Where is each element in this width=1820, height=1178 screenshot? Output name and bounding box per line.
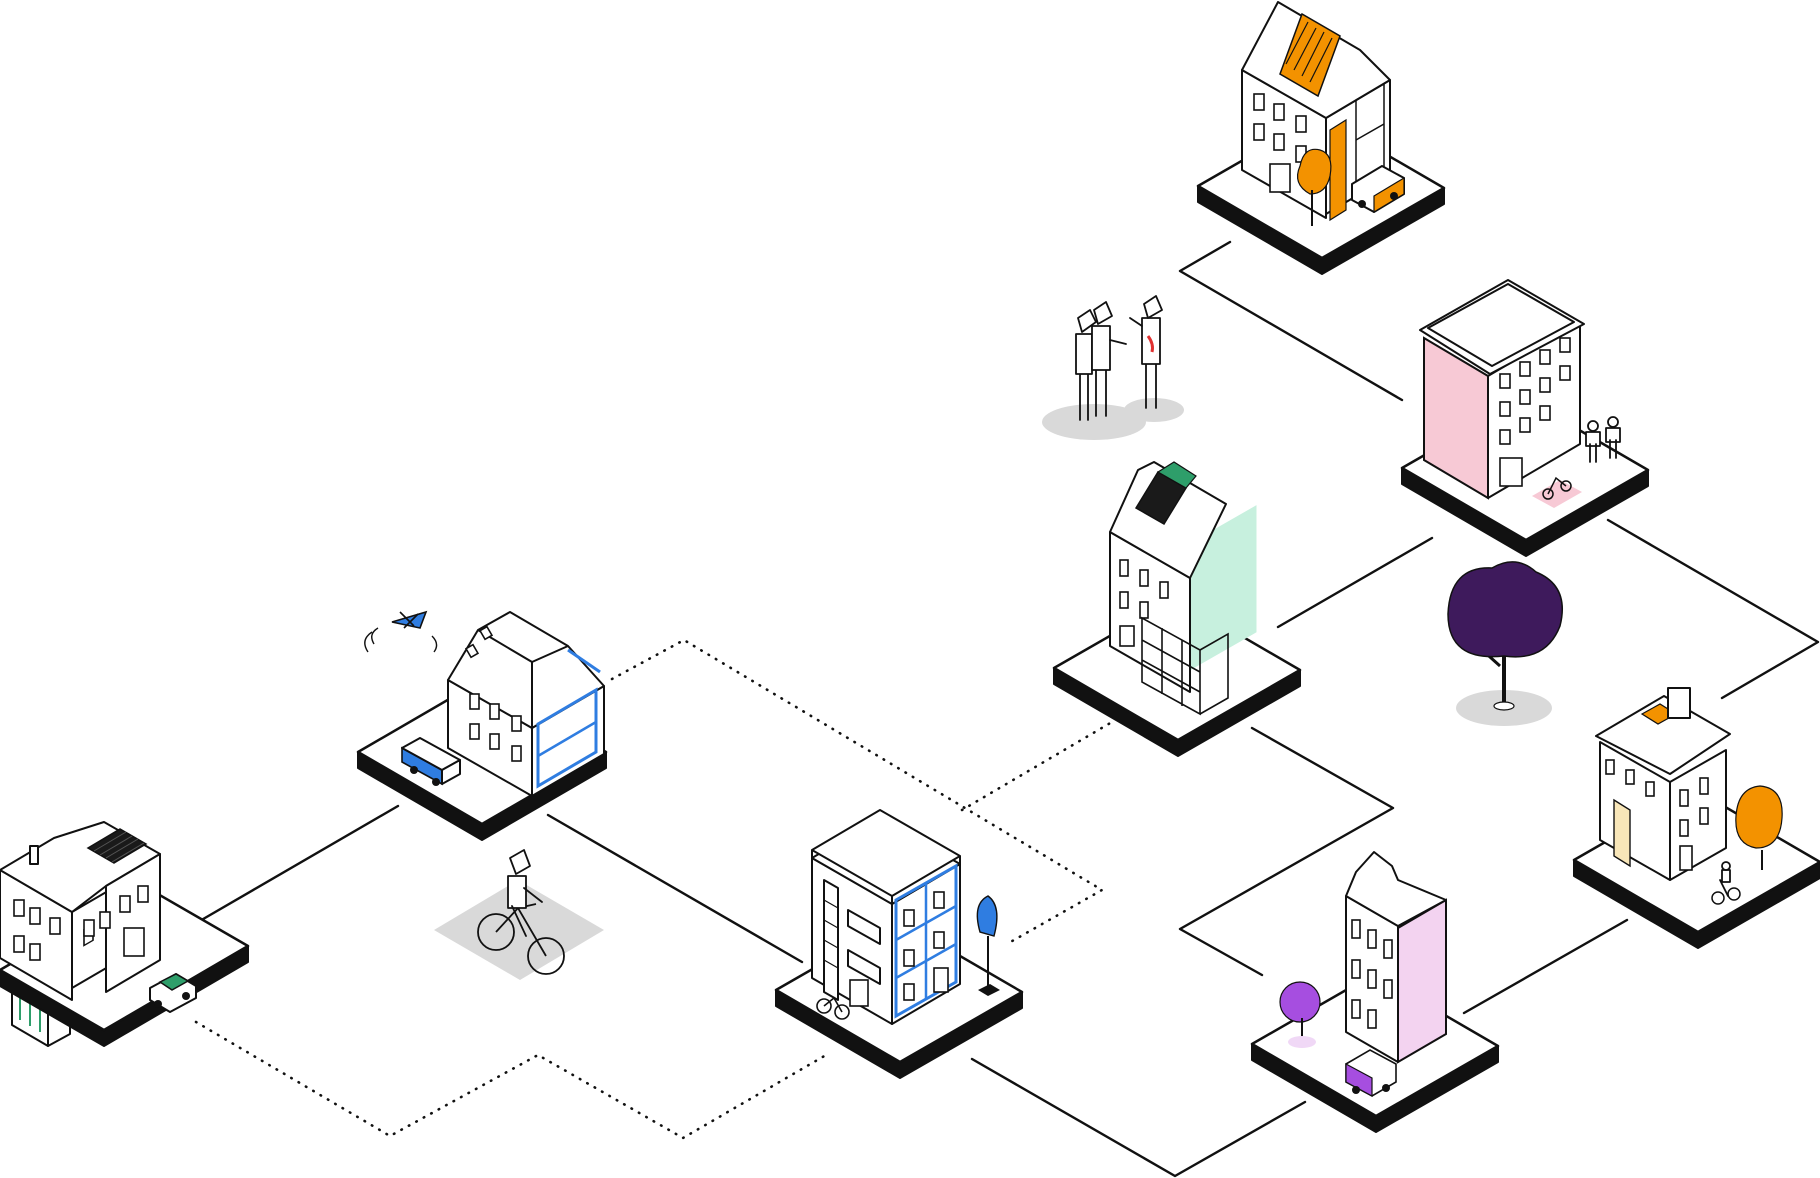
dotted-house-to-apartment xyxy=(194,1020,828,1140)
pink-wall xyxy=(1397,898,1447,1064)
connector-corner-to-gothic xyxy=(1462,918,1629,1015)
drone-icon xyxy=(364,610,438,653)
bicycle-icon xyxy=(816,996,850,1020)
blue-shrub-icon xyxy=(976,895,998,937)
solar-roof-icon xyxy=(86,828,148,864)
orange-tree-icon xyxy=(1735,785,1783,870)
node-pink-apartment xyxy=(1400,279,1650,557)
moving-truck-icon xyxy=(401,737,461,786)
orange-roof-icon xyxy=(1279,12,1341,98)
cyclist-icon xyxy=(1711,861,1741,905)
people-icon xyxy=(1585,416,1621,463)
delivery-van-icon xyxy=(1345,1049,1397,1098)
connector-apartment-to-gothic xyxy=(970,1057,1307,1178)
purple-tree xyxy=(1447,561,1564,726)
node-townhouse-scaffolding xyxy=(1052,461,1302,757)
violet-tree-icon xyxy=(1279,981,1321,1048)
scaffolding-icon xyxy=(1141,616,1229,716)
car-icon xyxy=(149,973,197,1013)
node-terrace-house xyxy=(0,821,250,1047)
connector-renovation-to-pink xyxy=(1178,240,1404,402)
orange-tree-icon xyxy=(1297,148,1332,226)
solid-connectors xyxy=(196,240,1820,1178)
scooter-icon xyxy=(1532,476,1582,508)
connector-house-to-semi xyxy=(196,804,400,924)
cyclist-on-gray-tile xyxy=(434,849,604,980)
people-group xyxy=(1042,295,1184,440)
node-gothic-townhouse xyxy=(1250,851,1500,1133)
node-corner-building xyxy=(1572,687,1820,949)
node-renovation-house xyxy=(1196,1,1446,275)
node-semi-detached-house xyxy=(356,610,608,841)
connector-semi-to-apartment xyxy=(546,813,804,964)
connector-pink-to-corner xyxy=(1606,518,1820,700)
connector-scaffold-to-pink xyxy=(1276,536,1434,629)
dotted-connectors xyxy=(194,638,1114,1140)
node-apartment-block xyxy=(774,809,1024,1079)
dotted-apartment-to-scaffold xyxy=(960,720,1114,812)
moving-truck-icon xyxy=(1351,165,1405,214)
connector-scaffold-to-gothic xyxy=(1178,726,1395,977)
